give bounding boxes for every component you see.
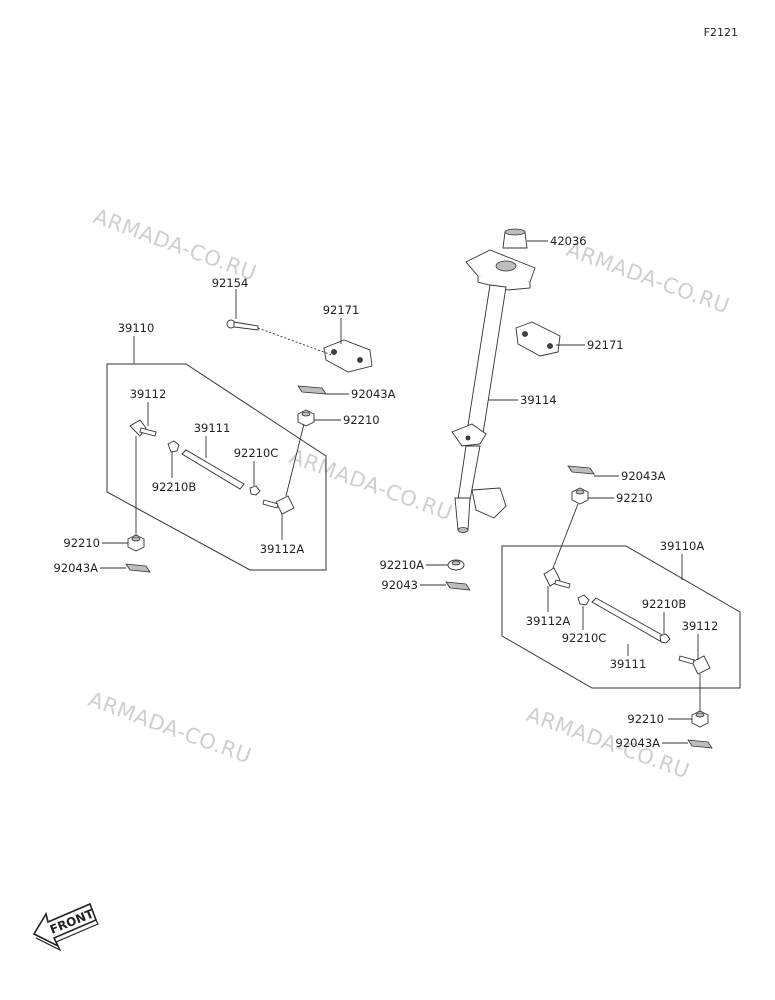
watermark: ARMADA-CO.RU <box>90 204 260 285</box>
label-92210-right-top: 92210 <box>616 491 653 505</box>
nut-92210C-right[interactable] <box>577 594 590 606</box>
cotter-pin-92043A-right-bottom[interactable] <box>687 739 713 749</box>
cotter-pin-92043A-left[interactable] <box>125 563 151 573</box>
label-92210C-right: 92210C <box>562 631 607 645</box>
clamp-92171-right[interactable] <box>515 321 561 357</box>
label-39114: 39114 <box>520 393 557 407</box>
tie-rod-end-39112-left[interactable] <box>129 419 157 536</box>
label-92043A-right-bottom: 92043A <box>616 736 661 750</box>
tie-rod-end-39112A-right[interactable] <box>543 503 579 589</box>
leader-lines <box>100 240 699 744</box>
nut-92210B-right[interactable] <box>659 633 671 644</box>
steering-shaft-39114[interactable] <box>451 249 536 533</box>
nut-92210A[interactable] <box>447 559 465 571</box>
watermark: ARMADA-CO.RU <box>85 687 255 768</box>
label-92210B-right: 92210B <box>642 597 687 611</box>
label-92210-left-top: 92210 <box>343 413 380 427</box>
watermark: ARMADA-CO.RU <box>563 237 733 318</box>
label-39112A-right: 39112A <box>526 614 571 628</box>
label-39110: 39110 <box>118 321 155 335</box>
nut-92210-left-bottom[interactable] <box>127 534 145 552</box>
cotter-pin-92043[interactable] <box>445 581 471 591</box>
watermark: ARMADA-CO.RU <box>286 444 456 525</box>
tie-rod-39111-left[interactable] <box>181 449 245 490</box>
tie-rod-end-39112A-left[interactable] <box>262 423 305 515</box>
nut-92210-right-top[interactable] <box>571 487 589 505</box>
tie-rod-end-39112-right[interactable] <box>678 655 711 712</box>
label-92210-left-bottom: 92210 <box>63 536 100 550</box>
nut-92210-left-top[interactable] <box>297 409 315 427</box>
cotter-pin-92043A-right-top[interactable] <box>567 465 595 475</box>
nut-92210-right-bottom[interactable] <box>691 710 709 728</box>
label-92043: 92043 <box>381 578 418 592</box>
label-39111-left: 39111 <box>194 421 231 435</box>
label-92171-right: 92171 <box>587 338 624 352</box>
bushing-42036[interactable] <box>502 228 528 249</box>
label-92210-right-bottom: 92210 <box>627 712 664 726</box>
label-92210C-left: 92210C <box>234 446 279 460</box>
label-92043A-top: 92043A <box>351 387 396 401</box>
clamp-92171-left[interactable] <box>323 339 373 373</box>
label-39111-right: 39111 <box>610 657 647 671</box>
label-92171-left: 92171 <box>323 303 360 317</box>
nut-92210C-left[interactable] <box>249 485 261 496</box>
tie-rod-assy-39110A-box <box>501 545 741 689</box>
label-39112-left: 39112 <box>130 387 167 401</box>
label-92210A: 92210A <box>380 558 425 572</box>
front-arrow: FRONT <box>32 902 99 952</box>
label-39112-right: 39112 <box>682 619 719 633</box>
bolt-92154[interactable] <box>226 319 333 356</box>
label-92154: 92154 <box>212 276 249 290</box>
label-42036: 42036 <box>550 234 587 248</box>
label-92043A-left-bottom: 92043A <box>54 561 99 575</box>
cotter-pin-92043A-top[interactable] <box>297 385 327 395</box>
tie-rod-assy-39110-box <box>106 363 327 571</box>
label-39110A: 39110A <box>660 539 705 553</box>
part-labels: 42036 92154 92171 92171 39110 39112 9204… <box>54 234 719 750</box>
label-92210B-left: 92210B <box>152 480 197 494</box>
nut-92210B-left[interactable] <box>167 440 180 453</box>
figure-ref: F2121 <box>704 26 738 39</box>
label-39112A-left: 39112A <box>260 542 305 556</box>
label-92043A-right-top: 92043A <box>621 469 666 483</box>
